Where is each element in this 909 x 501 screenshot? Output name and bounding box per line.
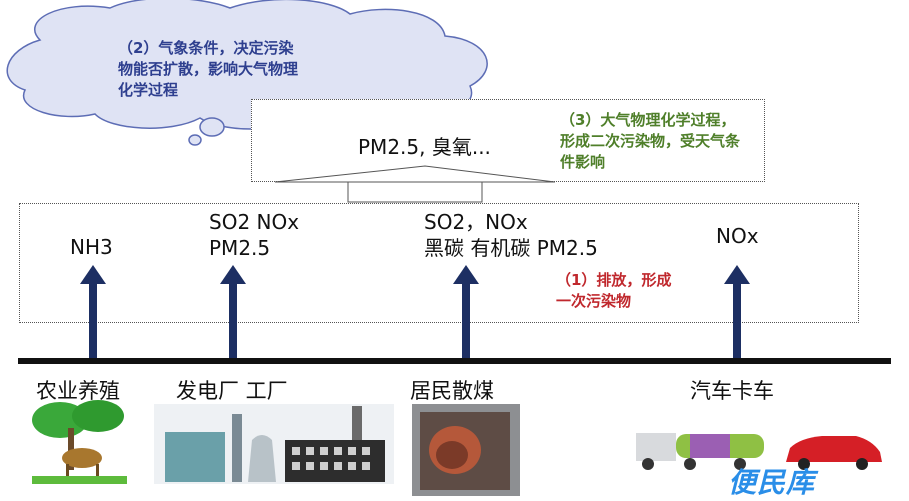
green-note-line1: （3）大气物理化学过程， <box>560 111 736 129</box>
cloud-bubble-large <box>199 117 225 137</box>
pollutant-power-line2: PM2.5 <box>209 236 271 260</box>
source-coal-label: 居民散煤 <box>410 379 494 403</box>
pollutant-coal-line2: 黑碳 有机碳 PM2.5 <box>424 236 598 260</box>
secondary-pollutant-label: PM2.5, 臭氧... <box>358 135 491 159</box>
primary-pollutant-box <box>19 203 859 323</box>
cloud-note-line3: 化学过程 <box>118 81 179 99</box>
cloud-note-line1: （2）气象条件，决定污染 <box>118 39 294 57</box>
red-note-line2: 一次污染物 <box>556 292 632 310</box>
cloud-note: （2）气象条件，决定污染 物能否扩散，影响大气物理 化学过程 <box>118 38 298 101</box>
pollutant-coal: SO2，NOx 黑碳 有机碳 PM2.5 <box>424 209 598 261</box>
source-agri-label: 农业养殖 <box>36 379 120 403</box>
watermark: 便民库 <box>728 466 816 499</box>
cloud-note-line2: 物能否扩散，影响大气物理 <box>118 60 299 78</box>
cloud-bubble-small <box>188 134 202 146</box>
pollutant-agri: NH3 <box>70 235 113 259</box>
secondary-process-note: （3）大气物理化学过程， 形成二次污染物，受天气条 件影响 <box>560 110 740 173</box>
primary-emission-note: （1）排放，形成 一次污染物 <box>556 270 671 312</box>
pollutant-power-line1: SO2 NOx <box>209 210 300 234</box>
source-power-label: 发电厂 工厂 <box>176 379 288 403</box>
green-note-line3: 件影响 <box>560 153 606 171</box>
pollutant-coal-line1: SO2，NOx <box>424 210 528 234</box>
pollutant-vehicle: NOx <box>716 224 759 248</box>
green-note-line2: 形成二次污染物，受天气条 <box>560 132 741 150</box>
source-vehicle-label: 汽车卡车 <box>690 379 774 403</box>
pollutant-power: SO2 NOx PM2.5 <box>209 209 299 261</box>
red-note-line1: （1）排放，形成 <box>556 271 672 289</box>
